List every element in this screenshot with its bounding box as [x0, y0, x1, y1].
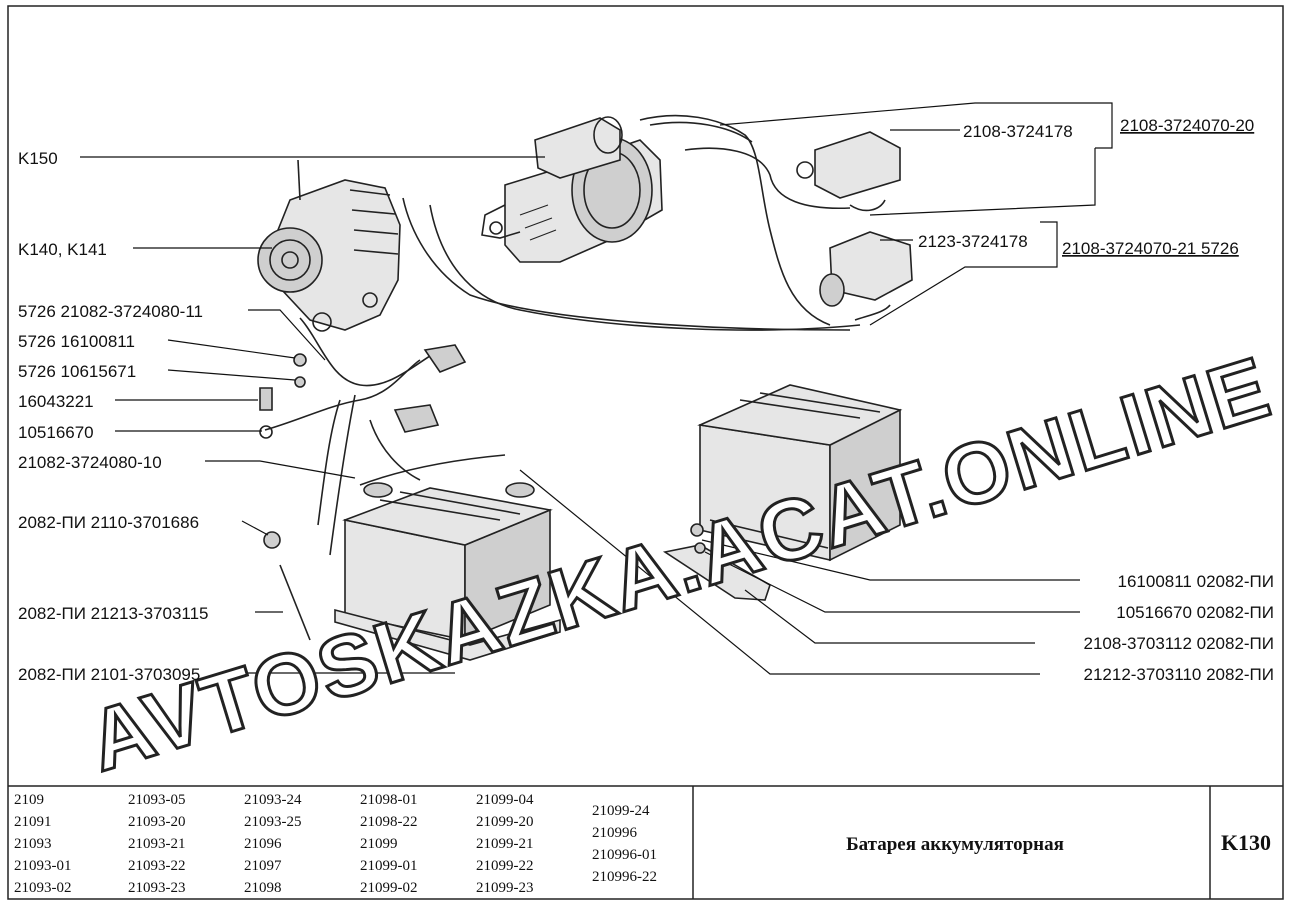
callout-label: 5726 10615671: [18, 362, 136, 381]
terminal-clamps: [259, 344, 467, 439]
callout-labels-left: K150 K140, K141 5726 21082-3724080-11 57…: [18, 149, 209, 684]
callout-label: 2108-3724070-20: [1120, 116, 1254, 135]
model-code: 21093-23: [128, 880, 186, 896]
model-code: 21093: [14, 836, 52, 852]
model-code: 210996-22: [592, 869, 657, 885]
model-code: 21099: [360, 836, 398, 852]
callout-label: K140, K141: [18, 240, 107, 259]
callout-labels-right: 2108-3724178 2108-3724070-20 2123-372417…: [918, 116, 1274, 684]
left-battery-illustration: [263, 454, 561, 661]
model-code: 21099-21: [476, 836, 534, 852]
model-code: 210996: [592, 825, 638, 841]
callout-label: 5726 16100811: [18, 332, 135, 351]
page-code: K130: [1221, 830, 1271, 855]
model-code: 210996-01: [592, 847, 657, 863]
model-code: 21093-22: [128, 858, 186, 874]
model-code: 21099-01: [360, 858, 418, 874]
model-code: 21093-24: [244, 792, 302, 808]
model-code: 21099-22: [476, 858, 534, 874]
model-code: 2109: [14, 792, 44, 808]
callout-label: 2108-3724070-21 5726: [1062, 239, 1239, 258]
model-code: 21099-24: [592, 803, 650, 819]
callout-label: K150: [18, 149, 58, 168]
wiring-harness: [264, 114, 861, 556]
callout-label: 2082-ПИ 2110-3701686: [18, 513, 199, 532]
callout-label: 2082-ПИ 21213-3703115: [18, 604, 209, 623]
starter-illustration: [481, 116, 663, 263]
callout-label: 2082-ПИ 2101-3703095: [18, 665, 200, 684]
model-code: 21093-21: [128, 836, 186, 852]
callout-label: 10516670: [18, 423, 94, 442]
model-code: 21098-01: [360, 792, 418, 808]
page-title: Батарея аккумуляторная: [846, 834, 1064, 855]
callout-label: 2108-3703112 02082-ПИ: [1084, 634, 1275, 653]
model-code: 21093-01: [14, 858, 72, 874]
callout-label: 21082-3724080-10: [18, 453, 162, 472]
model-code: 21099-02: [360, 880, 418, 896]
relay-block-1: [796, 131, 901, 212]
model-code: 21097: [244, 858, 282, 874]
callout-label: 2123-3724178: [918, 232, 1028, 251]
model-code: 21093-20: [128, 814, 186, 830]
model-code: 21093-05: [128, 792, 186, 808]
relay-block-2: [819, 231, 913, 321]
model-code: 21096: [244, 836, 282, 852]
model-code: 21098-22: [360, 814, 418, 830]
model-code: 21099-20: [476, 814, 534, 830]
page-frame: [7, 5, 1284, 900]
model-code: 21098: [244, 880, 282, 896]
model-code: 21099-23: [476, 880, 534, 896]
callout-label: 21212-3703110 2082-ПИ: [1084, 665, 1275, 684]
watermark-text: AVTOSKAZKA.ACAT.ONLINE: [78, 339, 1281, 790]
callout-label: 5726 21082-3724080-11: [18, 302, 203, 321]
callout-label: 2108-3724178: [963, 122, 1073, 141]
callout-label: 10516670 02082-ПИ: [1116, 603, 1274, 622]
leader-lines: [80, 102, 1113, 675]
callout-label: 16100811 02082-ПИ: [1118, 572, 1274, 591]
model-code: 21091: [14, 814, 52, 830]
model-code: 21099-04: [476, 792, 534, 808]
model-list: 2109 21091 21093 21093-01 21093-02 21093…: [14, 792, 657, 896]
model-code: 21093-02: [14, 880, 72, 896]
alternator-illustration: [257, 159, 401, 332]
right-battery-illustration: [662, 384, 903, 601]
model-code: 21093-25: [244, 814, 302, 830]
callout-label: 16043221: [18, 392, 94, 411]
